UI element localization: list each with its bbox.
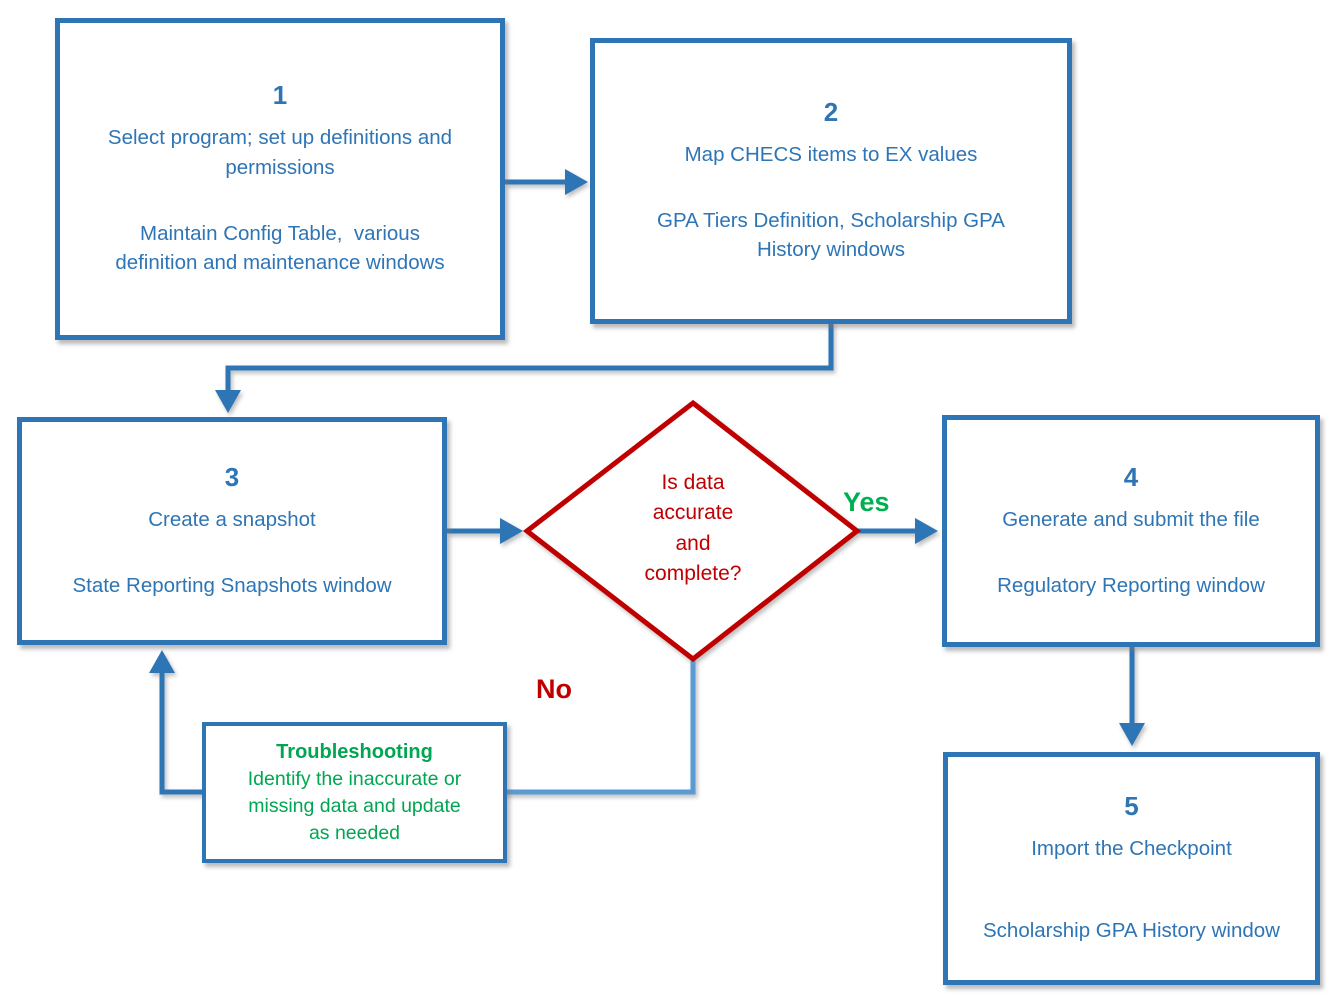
step-1-action: Select program; set up definitions and p… (107, 126, 453, 179)
decision-diamond (522, 399, 862, 663)
yes-branch-label: Yes (843, 487, 890, 517)
troubleshooting-title: Troubleshooting (276, 741, 433, 764)
flow-step-5-box: 5 Import the Checkpoint Scholarship GPA … (943, 752, 1320, 985)
step-5-action: Import the Checkpoint (1031, 837, 1232, 861)
no-branch-label: No (536, 674, 572, 704)
step-3-window: State Reporting Snapshots window (72, 573, 392, 597)
connector-decision-to-troubleshooting-no (503, 659, 696, 795)
step-2-number: 2 (823, 96, 839, 127)
connector-troubleshooting-to-step3 (149, 649, 206, 795)
step-3-action: Create a snapshot (148, 507, 316, 531)
flow-step-2-box: 2 Map CHECS items to EX values GPA Tiers… (590, 38, 1072, 324)
flow-step-4-box: 4 Generate and submit the file Regulator… (942, 415, 1320, 647)
flow-step-1-box: 1 Select program; set up definitions and… (55, 18, 505, 340)
step-3-number: 3 (224, 461, 240, 492)
step-2-action: Map CHECS items to EX values (684, 143, 978, 167)
flow-step-3-box: 3 Create a snapshot State Reporting Snap… (17, 417, 447, 645)
step-1-window: Maintain Config Table, various definitio… (115, 221, 445, 275)
connector-step2-to-step3 (214, 322, 834, 414)
step-5-window: Scholarship GPA History window (983, 919, 1280, 943)
step-4-window: Regulatory Reporting window (997, 573, 1265, 597)
step-4-number: 4 (1123, 461, 1139, 492)
troubleshooting-box: Troubleshooting Identify the inaccurate … (202, 722, 507, 863)
step-1-number: 1 (272, 79, 288, 110)
decision-question-label: Is data accurate and complete? (644, 471, 742, 586)
step-4-action: Generate and submit the file (1002, 507, 1260, 531)
step-2-window: GPA Tiers Definition, Scholarship GPA Hi… (657, 208, 1005, 262)
troubleshooting-text: Identify the inaccurate or missing data … (247, 768, 462, 844)
step-5-number: 5 (1124, 791, 1139, 822)
